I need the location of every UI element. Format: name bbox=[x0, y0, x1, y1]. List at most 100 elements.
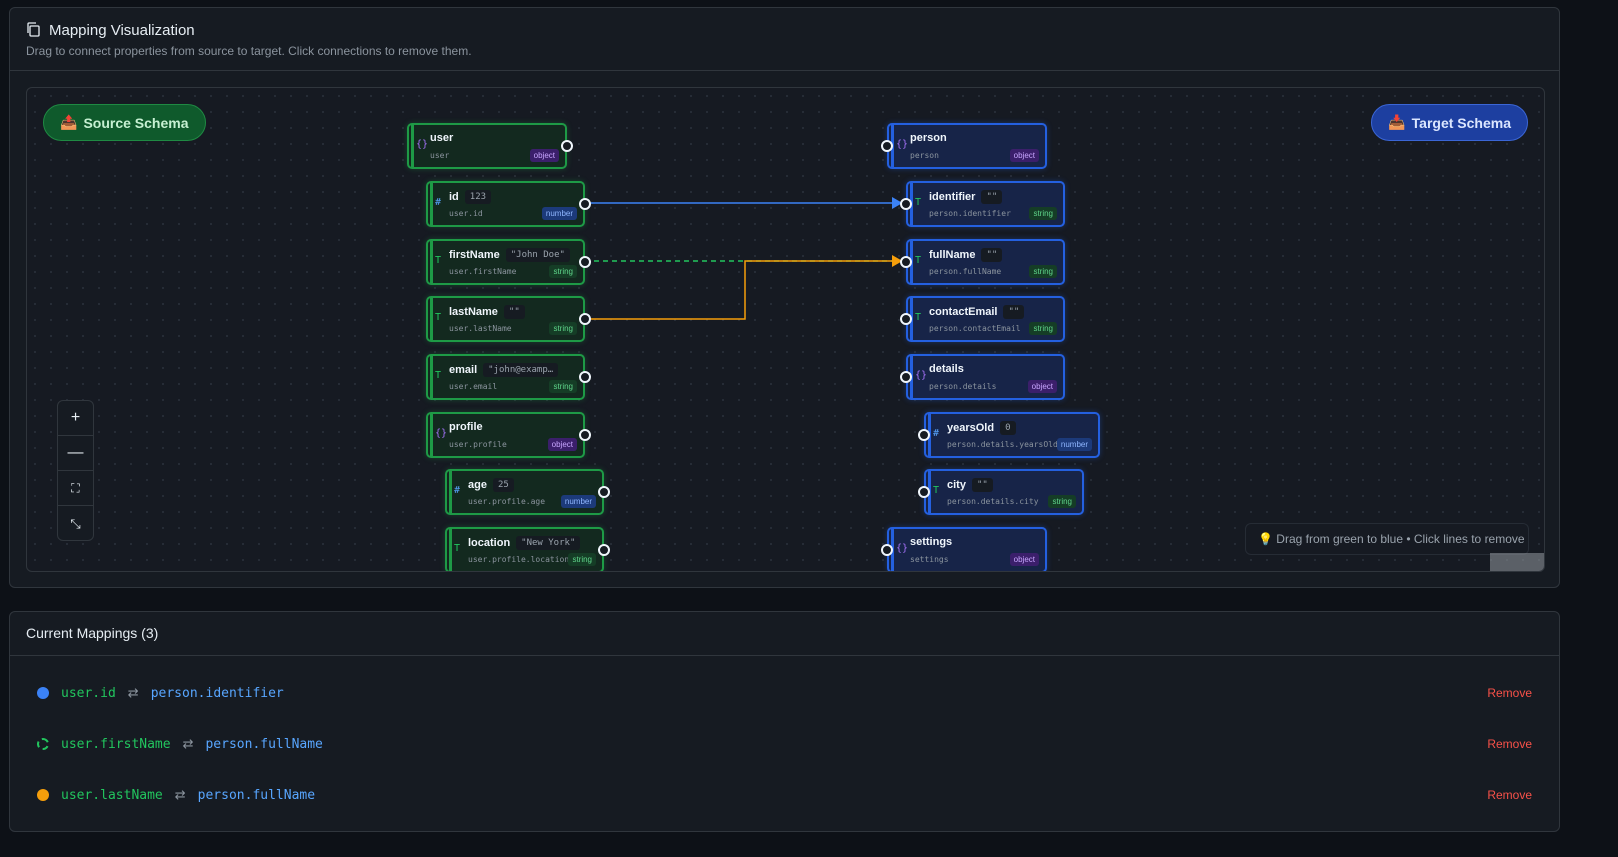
node-name-text: settings bbox=[910, 536, 953, 548]
source-schema-label: 📤Source Schema bbox=[43, 104, 206, 141]
zoom-in-button[interactable]: + bbox=[58, 401, 93, 436]
zoom-out-button[interactable]: — bbox=[58, 436, 93, 471]
node-path: user.profile bbox=[449, 440, 507, 449]
node-path: person.fullName bbox=[929, 267, 1002, 276]
mapping-row: user.id ⇄ person.identifier Remove bbox=[37, 681, 1532, 705]
target-node-details[interactable]: {} details person.details object bbox=[900, 354, 1065, 400]
source-handle[interactable] bbox=[561, 140, 573, 152]
node-path: user.id bbox=[449, 209, 483, 218]
remove-mapping-button[interactable]: Remove bbox=[1487, 737, 1532, 751]
hint-tooltip: 💡 Drag from green to blue • Click lines … bbox=[1245, 523, 1529, 555]
connection-lastname-fullname[interactable] bbox=[585, 255, 903, 320]
copy-icon bbox=[27, 22, 40, 37]
target-node-settings[interactable]: {} settings settings object bbox=[881, 527, 1047, 571]
mapping-color-dot bbox=[37, 687, 49, 699]
fullscreen-button[interactable]: ⤡ bbox=[70, 515, 81, 531]
node-accent-bar bbox=[430, 298, 433, 340]
type-badge: string bbox=[568, 553, 596, 566]
node-name-text: profile bbox=[449, 421, 483, 433]
node-name: details bbox=[929, 363, 964, 375]
node-value: "John Doe" bbox=[505, 248, 570, 262]
source-handle[interactable] bbox=[579, 256, 591, 268]
type-badge: object bbox=[1009, 149, 1039, 162]
source-handle[interactable] bbox=[598, 544, 610, 556]
target-handle[interactable] bbox=[881, 140, 893, 152]
node-name: contactEmail"" bbox=[929, 305, 1025, 319]
target-node-identifier[interactable]: T identifier"" person.identifier string bbox=[900, 181, 1065, 227]
type-badge: string bbox=[549, 265, 577, 278]
node-value: "" bbox=[971, 478, 993, 492]
current-mappings-panel: Current Mappings (3) user.id ⇄ person.id… bbox=[9, 611, 1560, 832]
braces-icon: {} bbox=[435, 428, 448, 439]
target-handle[interactable] bbox=[900, 198, 912, 210]
node-path: person.contactEmail bbox=[929, 324, 1021, 333]
node-name: firstName"John Doe" bbox=[449, 248, 570, 262]
target-node-contactEmail[interactable]: T contactEmail"" person.contactEmail str… bbox=[900, 296, 1065, 342]
target-handle[interactable] bbox=[900, 313, 912, 325]
mapping-visualization-panel: Mapping Visualization Drag to connect pr… bbox=[9, 7, 1560, 588]
mapping-source: user.id bbox=[61, 685, 116, 701]
divider bbox=[10, 655, 1559, 656]
source-node-location[interactable]: T location"New York" user.profile.locati… bbox=[445, 527, 610, 571]
source-handle[interactable] bbox=[579, 371, 591, 383]
hash-icon: # bbox=[933, 428, 940, 439]
panel-description: Drag to connect properties from source t… bbox=[26, 44, 472, 58]
node-name: email"john@examp… bbox=[449, 363, 559, 377]
swap-arrows-icon: ⇄ bbox=[127, 685, 139, 701]
mapping-source: user.lastName bbox=[61, 787, 163, 803]
target-node-person[interactable]: {} person person object bbox=[881, 123, 1047, 169]
node-name-text: yearsOld bbox=[947, 421, 995, 434]
type-badge: object bbox=[547, 438, 577, 451]
node-accent-bar bbox=[449, 471, 452, 513]
node-name-text: email bbox=[449, 363, 478, 376]
node-name-text: lastName bbox=[449, 305, 498, 318]
node-path: person.details bbox=[929, 382, 997, 391]
target-node-fullName[interactable]: T fullName"" person.fullName string bbox=[900, 239, 1065, 285]
target-node-city[interactable]: T city"" person.details.city string bbox=[918, 469, 1084, 515]
source-node-lastName[interactable]: T lastName"" user.lastName string bbox=[426, 296, 591, 342]
source-node-user[interactable]: {} user user object bbox=[407, 123, 573, 169]
node-value: "" bbox=[503, 305, 525, 319]
mapping-canvas[interactable]: 📤Source Schema 📥Target Schema {} user us… bbox=[26, 87, 1545, 572]
source-handle[interactable] bbox=[598, 486, 610, 498]
type-badge: string bbox=[1029, 322, 1057, 335]
source-node-firstName[interactable]: T firstName"John Doe" user.firstName str… bbox=[426, 239, 591, 285]
text-type-icon: T bbox=[915, 197, 922, 208]
target-handle[interactable] bbox=[881, 544, 893, 556]
mapping-source: user.firstName bbox=[61, 736, 171, 752]
node-name: user bbox=[430, 132, 453, 144]
target-handle[interactable] bbox=[900, 371, 912, 383]
node-name-text: identifier bbox=[929, 190, 976, 203]
node-name: lastName "" bbox=[449, 305, 525, 319]
node-accent-bar bbox=[430, 356, 433, 398]
node-name: fullName"" bbox=[929, 248, 1003, 262]
mapping-color-dot bbox=[37, 738, 49, 750]
node-path: user.profile.location bbox=[468, 555, 570, 564]
node-value: "New York" bbox=[516, 536, 581, 550]
remove-mapping-button[interactable]: Remove bbox=[1487, 686, 1532, 700]
source-handle[interactable] bbox=[579, 313, 591, 325]
type-badge: string bbox=[1029, 207, 1057, 220]
text-type-icon: T bbox=[435, 312, 442, 323]
type-badge: object bbox=[1027, 380, 1057, 393]
source-handle[interactable] bbox=[579, 198, 591, 210]
text-type-icon: T bbox=[435, 255, 442, 266]
hash-icon: # bbox=[435, 197, 442, 208]
fit-view-button[interactable]: ⛶ bbox=[58, 471, 93, 506]
node-name-text: id bbox=[449, 190, 459, 203]
minimap[interactable] bbox=[1490, 553, 1544, 571]
remove-mapping-button[interactable]: Remove bbox=[1487, 788, 1532, 802]
braces-icon: {} bbox=[416, 139, 429, 150]
node-path: person bbox=[910, 151, 939, 160]
node-value: "" bbox=[981, 190, 1003, 204]
node-value: "" bbox=[1003, 305, 1025, 319]
target-handle[interactable] bbox=[918, 486, 930, 498]
source-node-email[interactable]: T email"john@examp… user.email string bbox=[426, 354, 591, 400]
source-handle[interactable] bbox=[579, 429, 591, 441]
target-handle[interactable] bbox=[900, 256, 912, 268]
target-handle[interactable] bbox=[918, 429, 930, 441]
source-node-profile[interactable]: {} profile user.profile object bbox=[426, 412, 591, 458]
